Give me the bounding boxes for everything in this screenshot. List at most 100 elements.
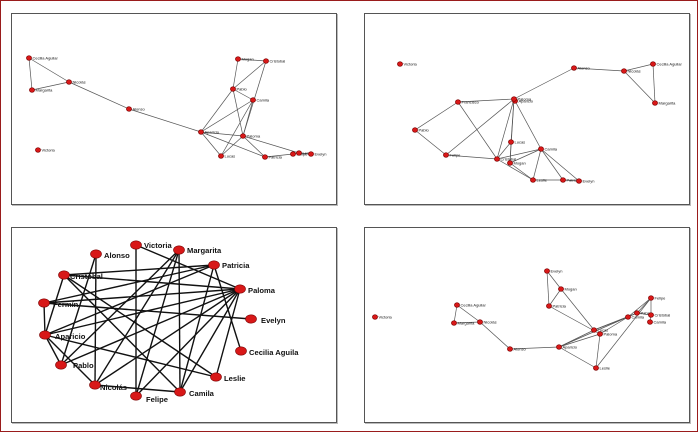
node-cristobal: Cristóbal [648, 312, 670, 318]
edge-felipe-paloma [135, 288, 241, 397]
node-label: Victoria [42, 148, 56, 153]
node-label: Camila [632, 315, 645, 320]
node-label: Patricia [567, 178, 581, 183]
edge-nicolas-cecilia_aguilar [623, 63, 654, 72]
node-evelyn: Evelyn [245, 314, 286, 325]
node-victoria: Victoria [35, 147, 56, 153]
node-leslie: Leslie [530, 177, 548, 183]
node-label: Cecilia Aguilar [33, 56, 59, 61]
edge-camila-evelyn [540, 148, 580, 182]
node-marker [648, 312, 654, 318]
node-marker [571, 65, 577, 71]
node-camila: Camila [250, 97, 270, 103]
node-mogan: Mogan [507, 160, 526, 166]
edge-x_left-cristobal [457, 101, 498, 160]
node-lucas: Lucas [508, 139, 526, 145]
node-label: Felipe [146, 395, 168, 404]
node-marker [230, 86, 236, 92]
node-label: Leslie [224, 374, 246, 383]
edge-lucas-cristobal [496, 141, 512, 160]
node-marker [126, 106, 132, 112]
node-leslie: Leslie [296, 150, 314, 156]
node-label: Margarita [659, 101, 677, 106]
node-marker [39, 330, 51, 340]
edge-margarita-camila [178, 249, 181, 393]
node-cecilia_aguilar: Cecilia Aguila [235, 346, 299, 357]
edge-felipe-paloma [445, 98, 515, 156]
nodes: Cecilia AguilarMargaritaNicolásAlonsoVic… [26, 55, 327, 160]
node-marker [26, 55, 32, 61]
edge-paloma-camila [513, 98, 542, 150]
node-label: Pablo [641, 311, 652, 316]
edge-mogan-patricia [548, 288, 562, 307]
node-marker [530, 177, 536, 183]
edge-cristobal-paloma [63, 274, 241, 290]
node-marker [648, 295, 654, 301]
edge-aparicio-leslie [558, 346, 597, 369]
node-patricia: Patricia [560, 177, 581, 183]
node-label: Paloma [604, 332, 618, 337]
node-label: Nicolás [73, 80, 86, 85]
node-marker [634, 310, 640, 316]
node-label: Lucas [515, 140, 526, 145]
node-label: Felipe [655, 296, 667, 301]
node-camila: Camila [625, 314, 645, 320]
node-marker [546, 303, 552, 309]
node-marker [507, 160, 513, 166]
edge-nicolas-aparicio [44, 334, 96, 386]
node-marker [477, 319, 483, 325]
edge-paloma-leslie [242, 135, 300, 154]
edge-camila-patricia [540, 148, 564, 181]
node-pablo: Pablo [412, 127, 430, 133]
node-marker [263, 58, 269, 64]
node-marker [511, 96, 517, 102]
node-label: Mogan [242, 57, 254, 62]
edge-cecilia_aguilar-margarita [28, 57, 33, 91]
node-marker [593, 365, 599, 371]
node-marker [234, 284, 246, 294]
node-label: Victoria [404, 62, 418, 67]
node-label: Paloma [518, 97, 532, 102]
node-camila: Camila [538, 146, 558, 152]
edge-aparicio-fermin [43, 302, 46, 336]
node-paloma: Paloma [597, 331, 618, 337]
node-cecilia_aguilar: Cecilia Aguilar [26, 55, 59, 61]
edge-x_left-paloma [457, 98, 515, 103]
edge-alonso-aparicio [509, 346, 560, 350]
edge-camila-patricia [179, 264, 215, 393]
edge-aparicio-patricia [200, 131, 266, 158]
node-victoria: Victoria [130, 240, 172, 250]
edge-cristobal-leslie [63, 274, 217, 378]
node-nicolas: Nicolás [621, 68, 641, 74]
node-marker [58, 270, 70, 280]
edge-alonso-nicolas [573, 67, 625, 72]
node-marker [89, 380, 101, 390]
node-label: Evelyn [261, 316, 286, 325]
edge-cecilia_aguilar-nicolas [28, 57, 70, 83]
node-label: Mogan [565, 287, 577, 292]
node-label: Cecilia Aguila [249, 348, 299, 357]
node-pablo: Pablo [55, 360, 94, 370]
node-marker [591, 327, 597, 333]
node-label: Aparicio [563, 345, 578, 350]
node-cristobal: Cristóbal [58, 270, 103, 281]
node-marker [130, 391, 142, 401]
node-label: Leslie [537, 178, 548, 183]
node-label: Patricia [269, 155, 283, 160]
edge-alonso-nicolas [94, 253, 97, 386]
node-marker [560, 177, 566, 183]
edge-aparicio-pablo [200, 88, 234, 133]
edge-paloma-alonso [513, 67, 575, 100]
node-label: Margarita [187, 246, 222, 255]
node-label: Pablo [419, 128, 430, 133]
edge-x_left-pablo [414, 101, 459, 131]
node-label: Aparicio [519, 99, 534, 104]
node-aparicio: Aparicio [39, 330, 86, 341]
node-evelyn: Evelyn [308, 151, 327, 157]
node-marker [173, 245, 185, 255]
edge-pablo-margarita [60, 249, 180, 366]
node-alonso: Alonso [507, 346, 527, 352]
